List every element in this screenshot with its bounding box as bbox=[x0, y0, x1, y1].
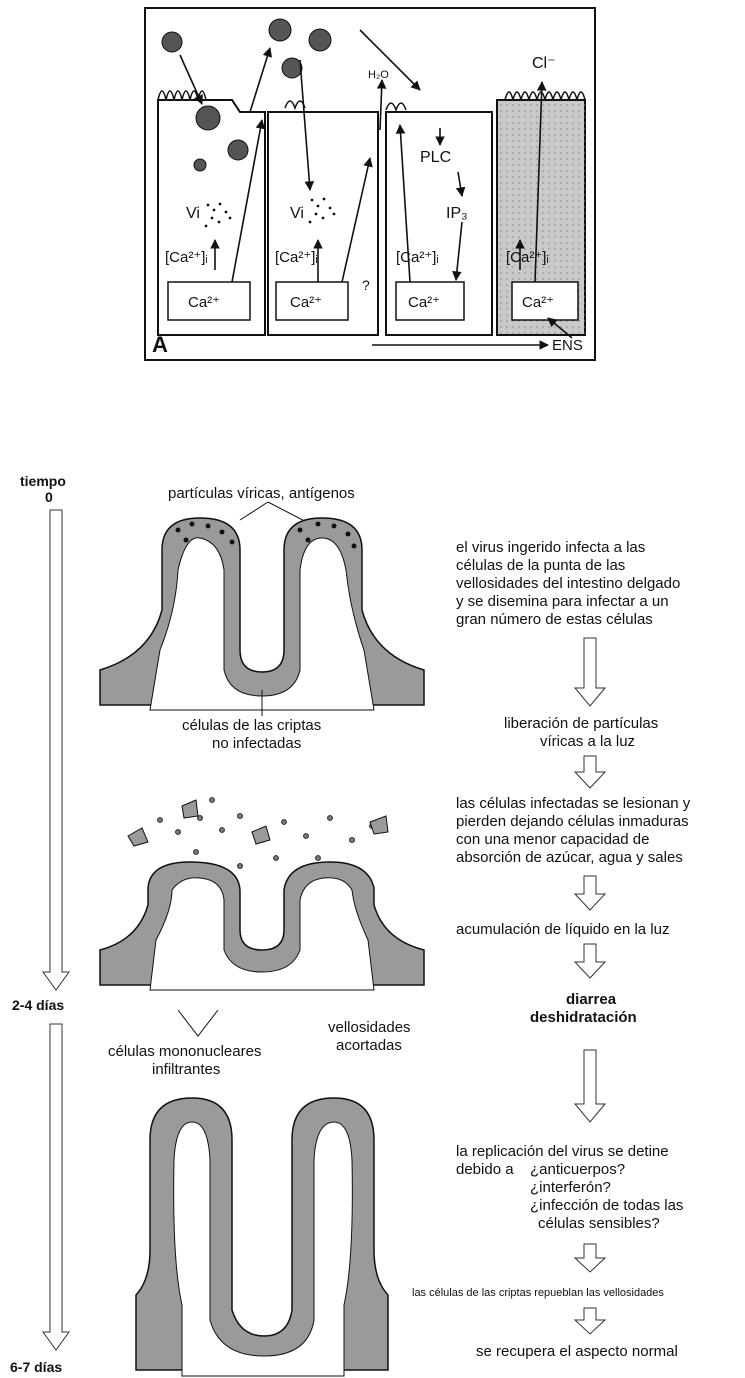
timeline-arrow-2 bbox=[43, 1024, 69, 1350]
ca-i-label-3: [Ca²⁺]ᵢ bbox=[396, 249, 439, 266]
ca-label-3: Ca²⁺ bbox=[408, 294, 440, 311]
villi-label-1: vellosidades bbox=[328, 1019, 411, 1036]
step-3-line-3: con una menor capacidad de bbox=[456, 831, 649, 848]
step-8: se recupera el aspecto normal bbox=[476, 1343, 678, 1360]
flow-arrow-5 bbox=[575, 1050, 605, 1122]
mono-label-1: células mononucleares bbox=[108, 1043, 261, 1060]
timeline-mid-label: 2-4 días bbox=[12, 997, 64, 1013]
virus-particle bbox=[196, 106, 220, 130]
virus-particle bbox=[269, 19, 291, 41]
villi-epithelium-2 bbox=[100, 862, 424, 985]
virus-particle bbox=[228, 140, 248, 160]
step-3-line-2: pierden dejando células inmaduras bbox=[456, 813, 689, 830]
virus-particle bbox=[282, 58, 302, 78]
question-mark: ? bbox=[362, 277, 370, 293]
timeline-start-label: tiempo bbox=[20, 473, 66, 489]
villi-stage-1: partículas víricas, antígenos células de… bbox=[100, 485, 424, 752]
crypt-label-2: no infectadas bbox=[212, 735, 301, 752]
step-2-line-2: víricas a la luz bbox=[540, 733, 635, 750]
chloride-label: Cl⁻ bbox=[532, 55, 556, 72]
step-6-q-4: células sensibles? bbox=[538, 1215, 660, 1232]
ca-label-2: Ca²⁺ bbox=[290, 294, 322, 311]
step-6-q-3: ¿infección de todas las bbox=[530, 1197, 683, 1214]
step-4: acumulación de líquido en la luz bbox=[456, 921, 669, 938]
step-1-line-1: el virus ingerido infecta a las bbox=[456, 539, 645, 556]
ca-i-label-1: [Ca²⁺]ᵢ bbox=[165, 249, 208, 266]
plc-label: PLC bbox=[420, 149, 451, 166]
ca-label-1: Ca²⁺ bbox=[188, 294, 220, 311]
step-2-line-1: liberación de partículas bbox=[504, 715, 658, 732]
step-6-q-2: ¿interferón? bbox=[530, 1179, 611, 1196]
step-6-q-1: ¿anticuerpos? bbox=[530, 1161, 625, 1178]
villi-stage-2: células mononucleares infiltrantes vello… bbox=[100, 798, 424, 1079]
step-5-line-1: diarrea bbox=[566, 991, 617, 1008]
step-6-line-1: la replicación del virus se detine bbox=[456, 1143, 669, 1160]
ip3-label: IP₃ bbox=[446, 205, 468, 222]
step-1-line-4: y se disemina para infectar a un bbox=[456, 593, 669, 610]
flow-arrow-3 bbox=[575, 876, 605, 910]
process-steps: el virus ingerido infecta a las células … bbox=[412, 539, 691, 1360]
particles-label: partículas víricas, antígenos bbox=[168, 485, 355, 502]
flow-arrow-4 bbox=[575, 944, 605, 978]
villi-core-2 bbox=[150, 878, 374, 990]
step-1-line-3: vellosidades del intestino delgado bbox=[456, 575, 680, 592]
water-label: H₂O bbox=[368, 69, 389, 81]
mono-label-2: infiltrantes bbox=[152, 1061, 220, 1078]
step-6-line-2: debido a bbox=[456, 1161, 514, 1178]
ca-i-label-2: [Ca²⁺]ᵢ bbox=[275, 249, 318, 266]
step-3-line-1: las células infectadas se lesionan y bbox=[456, 795, 691, 812]
crypt-label-1: células de las criptas bbox=[182, 717, 321, 734]
step-5-line-2: deshidratación bbox=[530, 1009, 637, 1026]
virus-particle bbox=[194, 159, 206, 171]
flow-arrow-7 bbox=[575, 1308, 605, 1334]
virus-particle bbox=[309, 29, 331, 51]
step-7: las células de las criptas repueblan las… bbox=[412, 1287, 664, 1299]
flow-arrow-2 bbox=[575, 756, 605, 788]
timeline-start-value: 0 bbox=[45, 489, 53, 505]
vi-label-1: Vi bbox=[186, 205, 200, 222]
villi-stage-3 bbox=[136, 1098, 388, 1376]
ca-i-label-4: [Ca²⁺]ᵢ bbox=[506, 249, 549, 266]
ca-label-4: Ca²⁺ bbox=[522, 294, 554, 311]
flow-arrow-6 bbox=[575, 1244, 605, 1272]
timeline: tiempo 0 2-4 días 6-7 días bbox=[10, 473, 69, 1375]
vi-label-2: Vi bbox=[290, 205, 304, 222]
timeline-end-label: 6-7 días bbox=[10, 1359, 62, 1375]
step-1-line-5: gran número de estas células bbox=[456, 611, 653, 628]
villi-label-2: acortadas bbox=[336, 1037, 402, 1054]
panel-label: A bbox=[152, 332, 168, 357]
step-3-line-4: absorción de azúcar, agua y sales bbox=[456, 849, 683, 866]
shed-cells bbox=[128, 800, 388, 846]
flow-arrow-1 bbox=[575, 638, 605, 706]
panel-a: A Cl⁻ H₂O PLC IP₃ Vi Vi [Ca²⁺]ᵢ [Ca²⁺]ᵢ … bbox=[145, 8, 595, 360]
step-1-line-2: células de la punta de las bbox=[456, 557, 625, 574]
timeline-arrow-1 bbox=[43, 510, 69, 990]
ens-label: ENS bbox=[552, 337, 583, 354]
virus-particle bbox=[162, 32, 182, 52]
villi-epithelium-1 bbox=[100, 518, 424, 705]
